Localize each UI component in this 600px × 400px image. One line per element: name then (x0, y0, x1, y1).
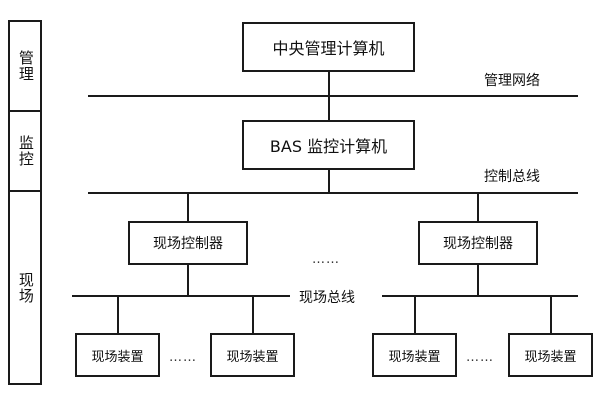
ellipsis-controllers: …… (312, 252, 340, 267)
ellipsis-devices-right: …… (466, 350, 494, 365)
connector-control-bus-to-controller-right (477, 192, 479, 221)
node-central-management-computer-label: 中央管理计算机 (272, 39, 385, 58)
connector-control-bus-to-controller-left (187, 192, 189, 221)
node-field-controller-right-label: 现场控制器 (443, 236, 513, 252)
node-field-device-4-label: 现场装置 (524, 349, 577, 365)
bus-label-field: 现场总线 (296, 287, 358, 307)
node-field-device-4[interactable]: 现场装置 (508, 333, 593, 377)
node-field-device-1[interactable]: 现场装置 (75, 333, 160, 377)
bus-management-network (88, 95, 578, 97)
node-field-device-3[interactable]: 现场装置 (372, 333, 457, 377)
node-bas-monitoring-computer[interactable]: BAS 监控计算机 (242, 120, 415, 170)
node-field-controller-left[interactable]: 现场控制器 (128, 221, 248, 265)
connector-field-bus-to-device-3 (414, 295, 416, 333)
node-bas-monitoring-computer-label: BAS 监控计算机 (269, 137, 388, 156)
bus-control (88, 192, 578, 194)
node-field-controller-left-label: 现场控制器 (153, 236, 223, 252)
layer-cell-field: 现场 (10, 192, 40, 383)
node-central-management-computer[interactable]: 中央管理计算机 (242, 22, 415, 72)
node-field-controller-right[interactable]: 现场控制器 (418, 221, 538, 265)
connector-controller-left-to-field-bus (187, 265, 189, 295)
bus-label-management-network: 管理网络 (484, 73, 540, 89)
connector-bas-to-control-bus (328, 170, 330, 192)
connector-central-to-management-network (328, 72, 330, 95)
connector-field-bus-to-device-4 (550, 295, 552, 333)
layer-rail: 管理 监控 现场 (8, 20, 42, 385)
ellipsis-devices-left: …… (169, 350, 197, 365)
layer-label-management: 管理 (16, 50, 35, 82)
layer-label-field: 现场 (16, 271, 35, 304)
node-field-device-2[interactable]: 现场装置 (210, 333, 295, 377)
node-field-device-1-label: 现场装置 (91, 349, 144, 365)
bus-field-left-segment (72, 295, 290, 297)
connector-controller-right-to-field-bus (477, 265, 479, 295)
layer-cell-supervisory: 监控 (10, 112, 40, 192)
bus-field-right-segment (382, 295, 578, 297)
bus-label-control: 控制总线 (484, 169, 540, 185)
layer-cell-management: 管理 (10, 22, 40, 112)
connector-management-network-to-bas (328, 95, 330, 120)
connector-field-bus-to-device-1 (117, 295, 119, 333)
node-field-device-3-label: 现场装置 (388, 349, 441, 365)
node-field-device-2-label: 现场装置 (226, 349, 279, 365)
connector-field-bus-to-device-2 (252, 295, 254, 333)
layer-label-supervisory: 监控 (16, 135, 35, 167)
